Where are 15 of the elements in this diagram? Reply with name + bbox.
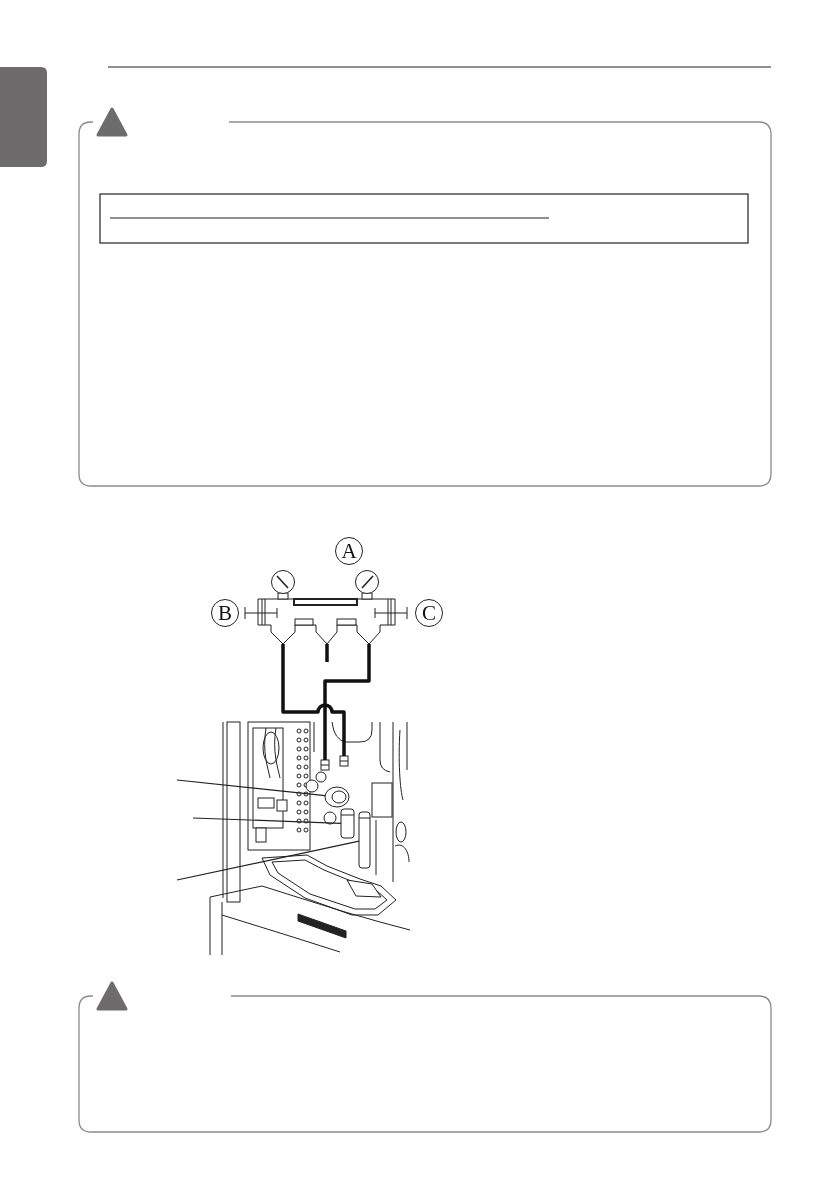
pipe [340,808,355,839]
service-valve [339,755,349,767]
hose [281,644,346,756]
valve-body [324,786,350,808]
gauge-manifold-drawing [244,570,408,662]
leader-line [192,817,342,824]
callout-letter: C [415,599,443,627]
outdoor-unit-drawing [209,721,411,956]
callout-letter: A [335,537,363,565]
pipe [358,811,371,869]
callout-letter: B [211,599,239,627]
side-tab [0,67,47,167]
service-valve [320,759,330,771]
leader-line [176,840,360,881]
leader-line [176,779,326,797]
